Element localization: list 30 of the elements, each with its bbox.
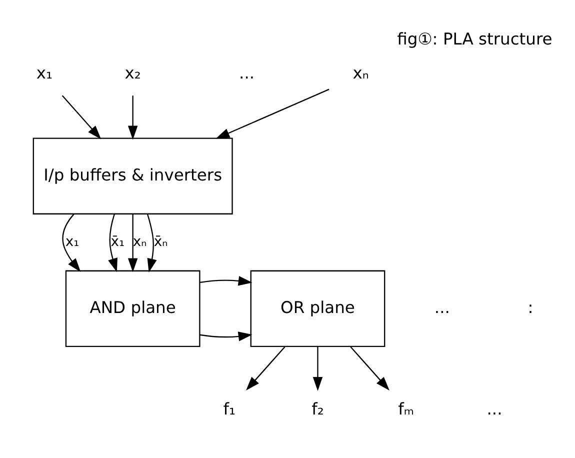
- arrow: [128, 96, 138, 140]
- label: ...: [434, 298, 450, 317]
- edge-label: x₁: [65, 234, 80, 250]
- node-box: AND plane: [65, 270, 200, 348]
- arrow: [200, 332, 252, 342]
- arrow: [108, 214, 118, 272]
- node-text: fₘ: [398, 400, 414, 419]
- arrow: [200, 276, 252, 286]
- node-box: I/p buffers & inverters: [32, 138, 233, 214]
- edge-label: x̄₁: [110, 234, 125, 250]
- arrow: [350, 346, 390, 391]
- edge-label: x̄ₙ: [154, 234, 168, 250]
- node-text: f₂: [312, 400, 324, 419]
- arrow: [246, 346, 286, 391]
- edge-label: xₙ: [132, 234, 147, 250]
- label: :: [528, 298, 534, 317]
- node-text: f₁: [223, 400, 236, 419]
- arrow: [62, 95, 102, 140]
- node-text: x₂: [124, 64, 141, 83]
- arrow: [128, 214, 138, 272]
- arrow: [146, 214, 157, 273]
- arrow: [216, 88, 330, 139]
- arrow: [62, 214, 81, 272]
- node-text: xₙ: [352, 64, 369, 83]
- node-box: OR plane: [250, 270, 386, 348]
- label: ...: [239, 64, 255, 83]
- arrow: [312, 346, 323, 391]
- node-text: x₁: [36, 64, 53, 83]
- label: ...: [486, 400, 502, 419]
- diagram-title: fig①: PLA structure: [397, 29, 552, 48]
